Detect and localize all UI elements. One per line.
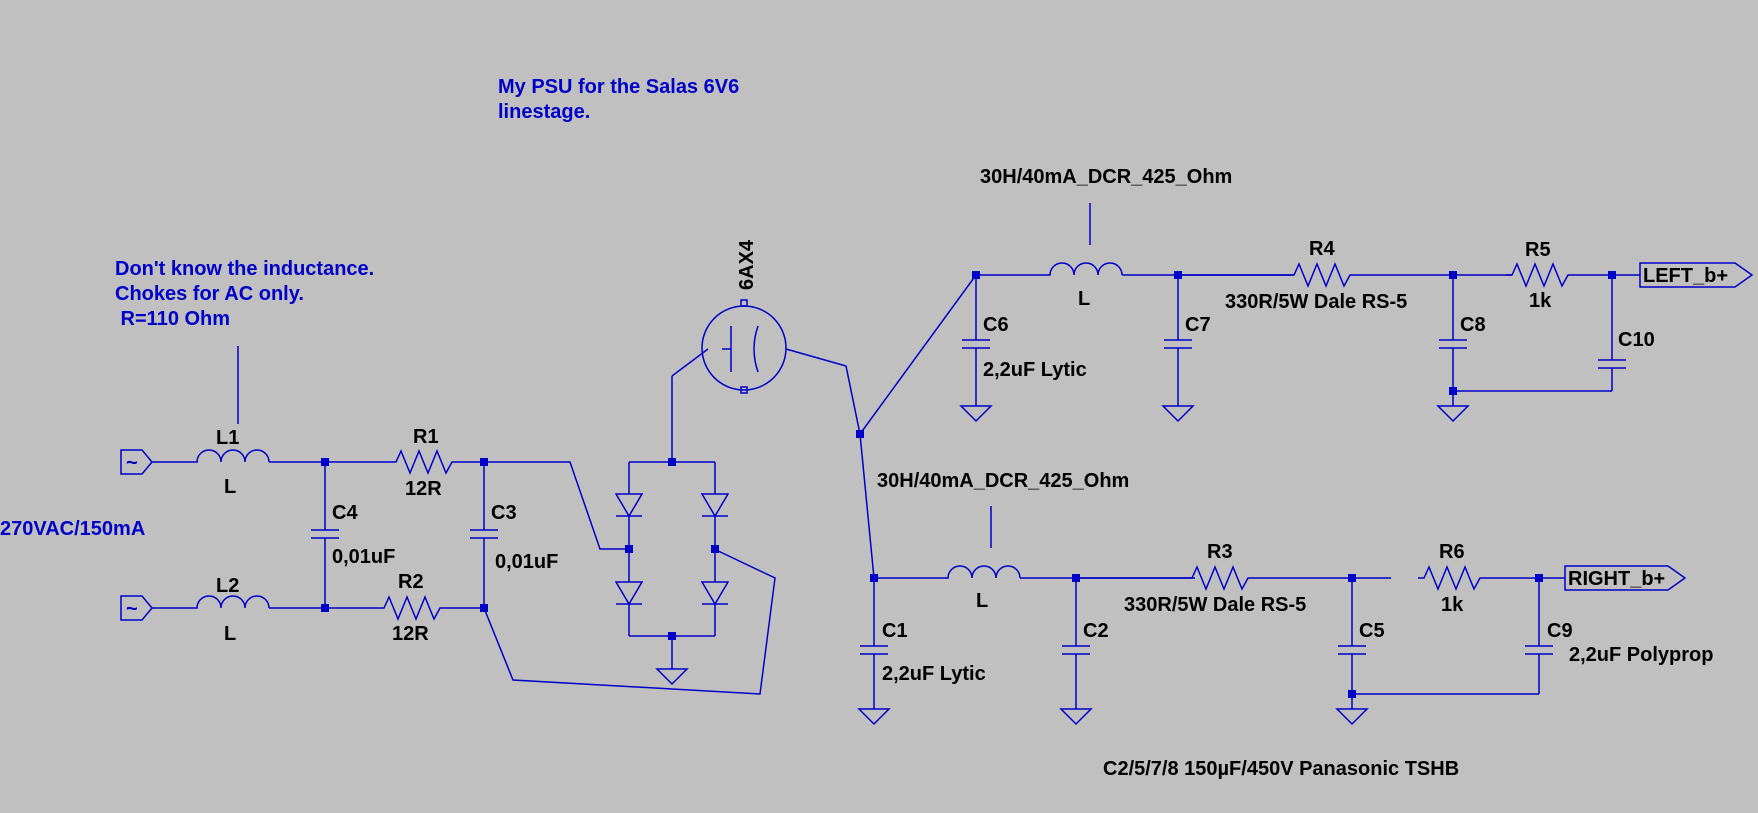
C10-ref: C10 xyxy=(1618,329,1655,351)
R2-ref: R2 xyxy=(398,571,424,593)
resistor-R3 xyxy=(1185,566,1255,590)
choke-comment-line1: Don't know the inductance. xyxy=(115,258,374,280)
C5-ref: C5 xyxy=(1359,620,1385,642)
C1-ref: C1 xyxy=(882,620,908,642)
left-choke-value: L xyxy=(1078,288,1090,310)
ac-port-bottom: ~ xyxy=(120,595,153,621)
L1-ref: L1 xyxy=(216,427,239,449)
inductor-left-choke xyxy=(1047,262,1123,276)
L2-value: L xyxy=(224,623,236,645)
L2-ref: L2 xyxy=(216,575,239,597)
R3-ref: R3 xyxy=(1207,541,1233,563)
svg-text:LEFT_b+: LEFT_b+ xyxy=(1643,265,1728,287)
wire-to-bridge-right xyxy=(483,548,776,695)
left-choke-note: 30H/40mA_DCR_425_Ohm xyxy=(980,166,1232,188)
C9-ref: C9 xyxy=(1547,620,1573,642)
title-comment-line1: My PSU for the Salas 6V6 xyxy=(498,76,739,98)
R2-value: 12R xyxy=(392,623,429,645)
resistor-R5 xyxy=(1505,263,1575,287)
C7-ref: C7 xyxy=(1185,314,1211,336)
choke-comment-line2: Chokes for AC only. xyxy=(115,283,304,305)
port-left-b-plus: LEFT_b+ xyxy=(1639,262,1754,288)
C4-value: 0,01uF xyxy=(332,546,395,568)
R4-ref: R4 xyxy=(1309,238,1335,260)
C8-ref: C8 xyxy=(1460,314,1486,336)
port-right-b-plus: RIGHT_b+ xyxy=(1564,565,1687,591)
R1-value: 12R xyxy=(405,478,442,500)
bridge-rectifier xyxy=(615,461,729,685)
C6-value: 2,2uF Lytic xyxy=(983,359,1087,381)
C3-value: 0,01uF xyxy=(495,551,558,573)
R4-value: 330R/5W Dale RS-5 xyxy=(1225,291,1407,313)
R6-ref: R6 xyxy=(1439,541,1465,563)
right-choke-value: L xyxy=(976,590,988,612)
inductor-L2 xyxy=(194,595,270,609)
wire-hv-left xyxy=(859,274,977,435)
source-comment: 270VAC/150mA xyxy=(0,518,145,540)
tube-6AX4 xyxy=(671,299,861,462)
inductor-L1 xyxy=(194,449,270,463)
C4-ref: C4 xyxy=(332,502,358,524)
resistor-R4 xyxy=(1287,263,1357,287)
svg-text:~: ~ xyxy=(126,452,138,474)
choke-comment-line3: R=110 Ohm xyxy=(115,308,230,330)
svg-text:~: ~ xyxy=(126,598,138,620)
wire-to-bridge-left xyxy=(484,461,629,550)
C2-ref: C2 xyxy=(1083,620,1109,642)
inductor-right-choke xyxy=(945,565,1021,579)
resistor-R2 xyxy=(377,596,447,620)
wire-hv-right xyxy=(859,433,875,579)
R6-value: 1k xyxy=(1441,594,1464,616)
R5-value: 1k xyxy=(1529,290,1552,312)
resistor-R1 xyxy=(389,450,459,474)
tube-ref: 6AX4 xyxy=(736,239,758,290)
R1-ref: R1 xyxy=(413,426,439,448)
ac-port-top: ~ xyxy=(120,449,153,475)
L1-value: L xyxy=(224,476,236,498)
C9-value: 2,2uF Polyprop xyxy=(1569,644,1713,666)
C3-ref: C3 xyxy=(491,502,517,524)
R3-value: 330R/5W Dale RS-5 xyxy=(1124,594,1306,616)
C6-ref: C6 xyxy=(983,314,1009,336)
svg-text:RIGHT_b+: RIGHT_b+ xyxy=(1568,568,1665,590)
capacitor-footnote: C2/5/7/8 150µF/450V Panasonic TSHB xyxy=(1103,758,1459,780)
junction-dots xyxy=(321,271,1616,698)
resistor-R6 xyxy=(1417,566,1487,590)
C1-value: 2,2uF Lytic xyxy=(882,663,986,685)
title-comment-line2: linestage. xyxy=(498,101,590,123)
right-choke-note: 30H/40mA_DCR_425_Ohm xyxy=(877,470,1129,492)
R5-ref: R5 xyxy=(1525,239,1551,261)
